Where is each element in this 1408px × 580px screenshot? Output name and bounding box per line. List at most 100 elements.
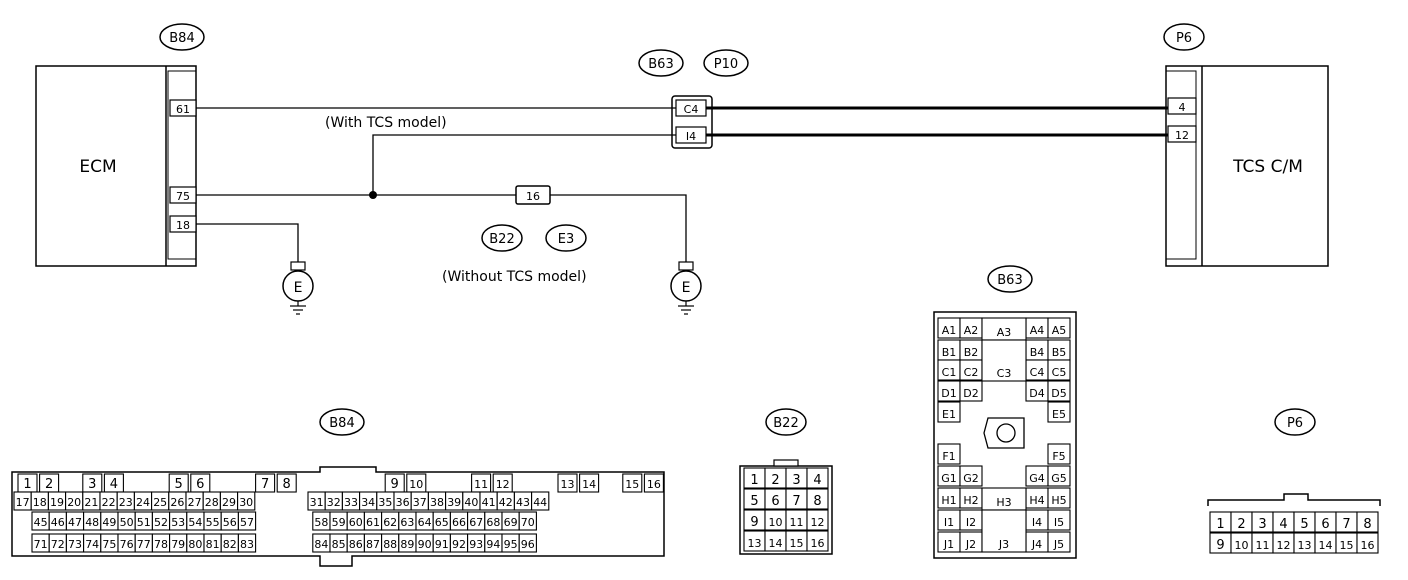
b63-pin-J4-label: J4 [1031,538,1042,551]
b84-pin-80: 80 [186,533,205,553]
b22-pin-7-label: 7 [792,494,800,509]
b22-pin-16-label: 16 [811,537,825,550]
b84-pin-64-label: 64 [418,516,432,529]
b84-pin-63: 63 [398,511,417,531]
wire-18-to-ground [196,223,299,262]
b84-pin-5-label: 5 [175,477,183,492]
b84-pin-16: 16 [643,473,664,493]
b63-pin-D1-label: D1 [941,387,956,400]
b84-pin-57: 57 [237,511,257,531]
b84-pin-53-label: 53 [171,516,185,529]
b63-pin-H4: H4 [1025,487,1049,509]
b84-pin-45-label: 45 [34,516,48,529]
b84-pin-84: 84 [312,533,331,553]
b84-pin-71-label: 71 [34,538,48,551]
b84-pin-7: 7 [255,473,276,493]
b84-pin-24-label: 24 [136,496,150,509]
b63-pin-A2: A2 [959,317,983,339]
tag-b63-face: B63 [987,265,1033,293]
b84-pin-78-label: 78 [154,538,168,551]
b63-pin-J1-label: J1 [943,538,954,551]
b84-pin-27: 27 [185,491,204,511]
wires [196,106,1168,262]
b84-pin-83-label: 83 [240,538,254,551]
tag-b22-top-label: B22 [489,232,514,247]
b22-pin-14-label: 14 [769,537,783,550]
b84-pin-25-label: 25 [153,496,167,509]
b84-pin-96: 96 [518,533,537,553]
b84-pin-68: 68 [484,511,503,531]
b84-pin-6-label: 6 [196,477,204,492]
p6-pin-16: 16 [1356,532,1379,554]
ecm-pin-61: 61 [176,103,190,116]
p6-pin-1: 1 [1209,511,1232,533]
tcs-label: TCS C/M [1232,157,1303,177]
b63-pin-H3: H3 [981,487,1027,511]
b84-pin-60: 60 [346,511,365,531]
b22-pin-14: 14 [764,530,787,552]
p6-pin-7-label: 7 [1342,517,1350,532]
b84-pin-7-label: 7 [261,477,269,492]
tag-e3: E3 [545,224,587,252]
tag-b84-top: B84 [159,23,205,51]
p6-pin-15-label: 15 [1340,539,1354,552]
tag-e3-label: E3 [558,232,575,247]
b84-pin-29-label: 29 [222,496,236,509]
b22-pin-6-label: 6 [771,494,779,509]
p6-pin-10-label: 10 [1235,539,1249,552]
b84-pin-58: 58 [312,511,331,531]
b84-pin-31: 31 [307,491,326,511]
b63-pin-I4-label: I4 [1032,516,1042,529]
b63-pin-A2-label: A2 [964,324,979,337]
b63-pin-G4: G4 [1025,465,1049,487]
b84-pin-13-label: 13 [561,478,575,491]
b84-pin-5: 5 [168,473,189,493]
b22-pin-4: 4 [806,467,829,489]
without-tcs-label: (Without TCS model) [442,269,587,285]
p6-pin-15: 15 [1335,532,1358,554]
b84-pin-12-label: 12 [496,478,510,491]
b22-inline-connector: 16 [515,185,551,205]
tag-b84-face: B84 [319,408,365,436]
b63-pin-D4-label: D4 [1029,387,1044,400]
b84-pin-65-label: 65 [435,516,449,529]
tag-b84-face-label: B84 [329,416,354,431]
b63-pin-F5: F5 [1047,443,1071,465]
b63-pin-A3-label: A3 [997,326,1012,339]
p6-pin-12-label: 12 [1277,539,1291,552]
b84-pin-9-label: 9 [391,477,399,492]
b63-pin-B4: B4 [1025,339,1049,361]
b84-pin-51: 51 [134,511,153,531]
b84-pin-21: 21 [82,491,101,511]
b84-pin-43-label: 43 [516,496,530,509]
b22-pin-16: 16 [526,190,540,203]
b84-pin-25: 25 [151,491,170,511]
b84-pin-18: 18 [30,491,49,511]
b84-pin-36: 36 [393,491,412,511]
wire-b22-to-ground [550,194,687,262]
b84-pin-22-label: 22 [102,496,116,509]
ecm-pin-75: 75 [176,190,190,203]
b84-pin-90-label: 90 [418,538,432,551]
b63-pin-B2-label: B2 [964,346,979,359]
b84-pin-8-label: 8 [283,477,291,492]
b84-pin-47: 47 [65,511,85,531]
b63-pin-I1-label: I1 [944,516,954,529]
b22-pin-8-label: 8 [813,494,821,509]
b84-pin-77-label: 77 [137,538,151,551]
b84-pin-35: 35 [376,491,395,511]
b84-pin-11-label: 11 [474,478,488,491]
b63-pin-G4-label: G4 [1029,472,1045,485]
b22-pin-3-label: 3 [792,473,800,488]
b63-pin-A1-label: A1 [942,324,957,337]
b63-pin-C5: C5 [1047,359,1071,381]
b84-pin-82-label: 82 [223,538,237,551]
b63-pin-B1: B1 [937,339,961,361]
b84-pin-81: 81 [203,533,222,553]
b84-pin-86-label: 86 [349,538,363,551]
b84-pin-86: 86 [346,533,365,553]
tcs-unit: TCS C/M 4 12 [1165,65,1329,267]
b84-pin-32-label: 32 [327,496,341,509]
tag-b63-top-label: B63 [648,57,673,72]
tag-p6-face-label: P6 [1287,416,1303,431]
